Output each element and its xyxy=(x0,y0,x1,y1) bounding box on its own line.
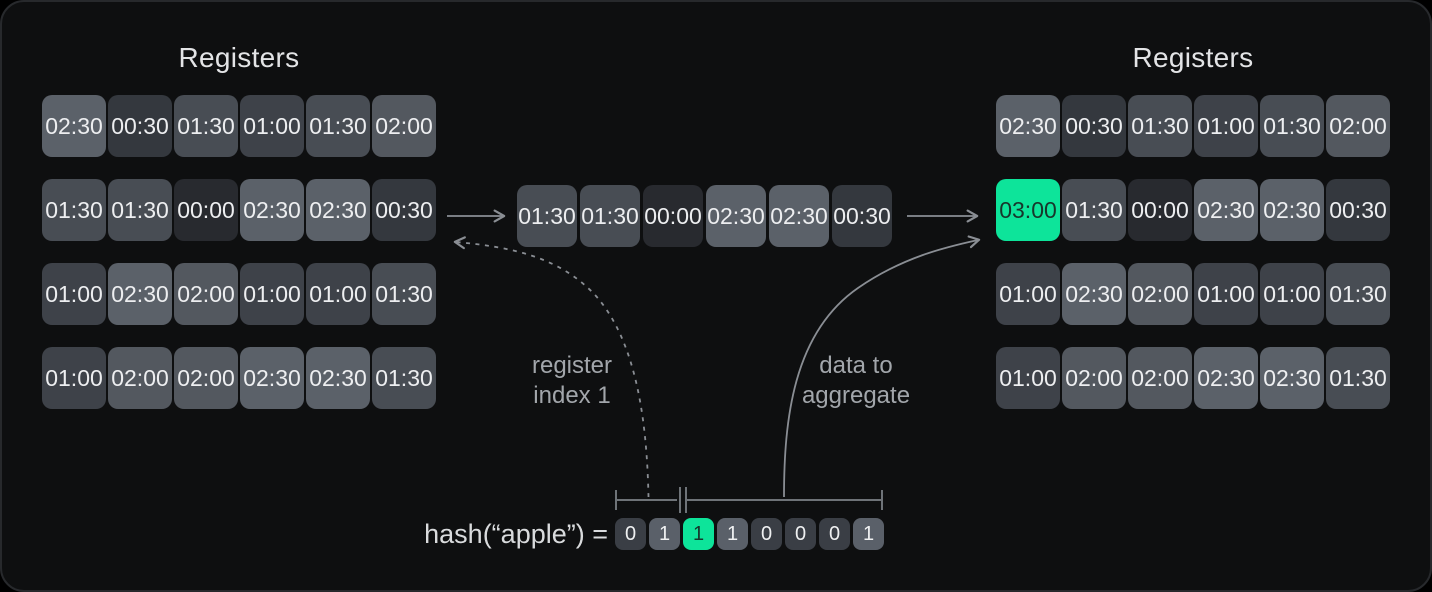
register-cell: 02:30 xyxy=(108,263,172,325)
register-cell: 02:00 xyxy=(1128,347,1192,409)
register-cell: 02:00 xyxy=(1326,95,1390,157)
register-cell: 01:00 xyxy=(1260,263,1324,325)
register-cell: 01:00 xyxy=(1194,263,1258,325)
hash-expression-label: hash(“apple”) = xyxy=(424,519,608,549)
register-cell: 02:30 xyxy=(240,347,304,409)
register-cell: 00:30 xyxy=(372,179,436,241)
register-cell: 00:00 xyxy=(174,179,238,241)
register-cell: 02:30 xyxy=(240,179,304,241)
hash-bit: 0 xyxy=(751,518,782,550)
register-cell: 01:30 xyxy=(372,347,436,409)
register-cell: 02:30 xyxy=(306,179,370,241)
register-cell: 02:30 xyxy=(1194,347,1258,409)
register-cell: 03:00 xyxy=(996,179,1060,241)
register-cell: 02:30 xyxy=(996,95,1060,157)
register-cell: 02:00 xyxy=(108,347,172,409)
register-cell: 02:00 xyxy=(372,95,436,157)
data-aggregate-label-line1: data to xyxy=(819,352,893,379)
register-cell: 01:00 xyxy=(996,263,1060,325)
register-cell: 01:00 xyxy=(42,347,106,409)
incoming-register-cell: 00:00 xyxy=(643,185,703,247)
register-cell: 01:00 xyxy=(1194,95,1258,157)
register-cell: 02:30 xyxy=(1260,347,1324,409)
hash-bit: 0 xyxy=(785,518,816,550)
register-cell: 02:00 xyxy=(174,263,238,325)
register-cell: 01:30 xyxy=(1062,179,1126,241)
incoming-register-cell: 01:30 xyxy=(580,185,640,247)
register-cell: 01:30 xyxy=(108,179,172,241)
register-cell: 01:30 xyxy=(174,95,238,157)
register-cell: 02:00 xyxy=(174,347,238,409)
register-cell: 01:30 xyxy=(1326,347,1390,409)
register-cell: 01:00 xyxy=(306,263,370,325)
hash-bit: 1 xyxy=(853,518,884,550)
register-cell: 01:30 xyxy=(1260,95,1324,157)
hash-bit: 1 xyxy=(717,518,748,550)
register-cell: 01:00 xyxy=(240,95,304,157)
register-index-label-line1: register xyxy=(531,352,613,379)
hash-bit: 1 xyxy=(649,518,680,550)
left-registers-title: Registers xyxy=(178,42,300,73)
register-cell: 01:30 xyxy=(372,263,436,325)
register-cell: 01:30 xyxy=(42,179,106,241)
hash-bit-highlighted: 1 xyxy=(683,518,714,550)
register-cell: 02:00 xyxy=(1062,347,1126,409)
register-cell: 02:30 xyxy=(1260,179,1324,241)
register-cell: 01:30 xyxy=(306,95,370,157)
register-cell: 01:00 xyxy=(996,347,1060,409)
register-cell: 02:30 xyxy=(1062,263,1126,325)
incoming-register-cell: 01:30 xyxy=(517,185,577,247)
register-cell: 02:30 xyxy=(306,347,370,409)
register-cell: 02:00 xyxy=(1128,263,1192,325)
right-registers-title: Registers xyxy=(1132,42,1254,73)
incoming-register-cell: 02:30 xyxy=(769,185,829,247)
incoming-register-cell: 00:30 xyxy=(832,185,892,247)
register-cell: 02:30 xyxy=(42,95,106,157)
hash-bit: 0 xyxy=(615,518,646,550)
register-cell: 01:30 xyxy=(1128,95,1192,157)
register-index-label: register index 1 xyxy=(452,351,692,411)
register-cell: 02:30 xyxy=(1194,179,1258,241)
data-aggregate-label-line2: aggregate xyxy=(801,382,911,409)
register-cell: 00:30 xyxy=(1326,179,1390,241)
hash-bit: 0 xyxy=(819,518,850,550)
register-cell: 00:30 xyxy=(1062,95,1126,157)
register-cell: 00:00 xyxy=(1128,179,1192,241)
data-aggregate-label: data to aggregate xyxy=(736,351,976,411)
register-cell: 01:00 xyxy=(42,263,106,325)
register-index-label-line2: index 1 xyxy=(533,382,611,409)
register-cell: 01:00 xyxy=(240,263,304,325)
register-cell: 01:30 xyxy=(1326,263,1390,325)
incoming-register-cell: 02:30 xyxy=(706,185,766,247)
register-cell: 00:30 xyxy=(108,95,172,157)
